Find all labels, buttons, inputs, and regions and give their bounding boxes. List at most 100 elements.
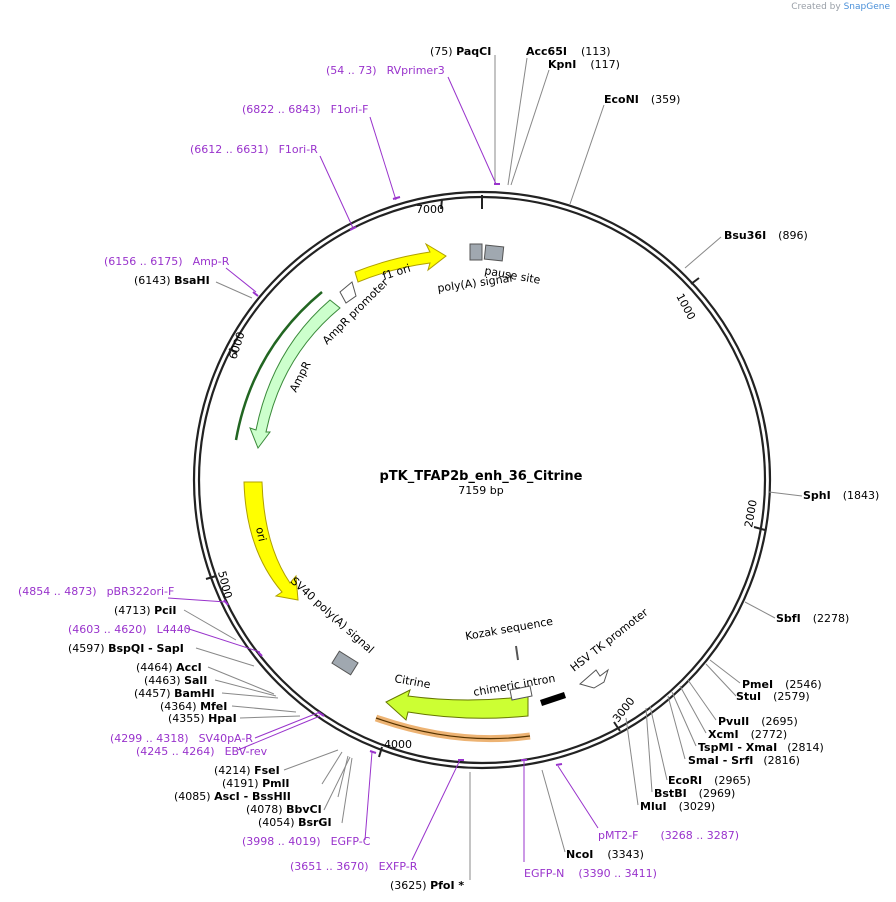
label-rvprimer3: (54 .. 73)RVprimer3 <box>326 64 445 77</box>
label-exfp-r: (3651 .. 3670)EXFP-R <box>290 860 418 873</box>
tick-label-1000: 1000 <box>673 291 698 322</box>
snapgene-logo-text: SnapGene <box>843 2 890 12</box>
feature-citrine <box>385 689 529 721</box>
feature-ampr <box>249 299 341 450</box>
label-hpai: (4355) HpaI <box>168 712 237 725</box>
label-pfoi: (3625) PfoI * <box>390 879 464 892</box>
ampr-orf-marker <box>234 291 323 441</box>
tick-6000 <box>228 348 238 354</box>
leader-mlui <box>625 717 639 806</box>
leader-sbfi <box>744 601 776 619</box>
primer-mark-amp-r <box>252 291 259 297</box>
leader-sphi <box>768 491 803 497</box>
feature-chimeric-intron <box>509 685 533 701</box>
label-fsei: (4214) FseI <box>214 764 280 777</box>
feature-kozak <box>515 645 519 661</box>
feature-pause-site <box>483 244 505 262</box>
leader-xcmi <box>679 685 707 734</box>
label-bstbi: BstBI(2969) <box>654 787 735 800</box>
label-pcii: (4713) PciI <box>114 604 177 617</box>
label-f1ori-r: (6612 .. 6631)F1ori-R <box>190 143 318 156</box>
leader-bstbi <box>645 707 653 793</box>
label-pbr322ori-f: (4854 .. 4873)pBR322ori-F <box>18 585 174 598</box>
label-bsahi: (6143) BsaHI <box>134 274 210 287</box>
label-ebv-rev: (4245 .. 4264)EBV-rev <box>136 745 268 758</box>
label-pvuii: PvuII(2695) <box>718 715 798 728</box>
leader-ncoi <box>541 769 566 853</box>
citrine-orf-marker <box>374 714 531 743</box>
leader-hpai <box>239 715 301 719</box>
label-kpni: KpnI(117) <box>548 58 620 71</box>
leader-pbr322ori-f <box>167 597 227 603</box>
label-pmt2-f: pMT2-F(3268 .. 3287) <box>598 829 739 842</box>
tick-label-6000: 6000 <box>226 330 247 361</box>
leader-mfei <box>231 705 297 713</box>
feature-label-hsv-tk-promoter: HSV TK promoter <box>568 605 651 674</box>
leader-l4440 <box>185 627 261 653</box>
feature-f1-ori <box>354 242 447 283</box>
plasmid-name: pTK_TFAP2b_enh_36_Citrine <box>379 469 582 484</box>
label-bsu36i: Bsu36I(896) <box>724 229 808 242</box>
label-sphi: SphI(1843) <box>803 489 879 502</box>
leader-egfp-c <box>364 751 373 841</box>
leader-ecori <box>649 705 668 781</box>
label-bamhi: (4457) BamHI <box>134 687 215 700</box>
label-tspmi-xmai: TspMI - XmaI(2814) <box>698 741 824 754</box>
label-ecori: EcoRI(2965) <box>668 774 751 787</box>
tick-label-7000: 7000 <box>416 203 444 216</box>
snapgene-credit: Created by SnapGene <box>791 2 890 12</box>
label-sbfi: SbfI(2278) <box>776 612 849 625</box>
tick-7000 <box>440 198 443 210</box>
label-stui: StuI(2579) <box>736 690 810 703</box>
label-egfp-c: (3998 .. 4019)EGFP-C <box>242 835 371 848</box>
plasmid-size: 7159 bp <box>458 484 503 497</box>
leader-pvuii <box>687 679 717 721</box>
leader-bsrgi <box>341 757 353 824</box>
primer-mark-sv40pa-r <box>317 711 325 717</box>
primer-mark-l4440 <box>257 651 263 657</box>
tick-1000 <box>690 277 700 285</box>
leader-pmt2-f <box>557 765 599 829</box>
feature-label-kozak: Kozak sequence <box>464 615 554 643</box>
tick-label-4000: 4000 <box>384 738 412 751</box>
primer-mark-f1ori-f <box>392 196 401 200</box>
citrine-orf-line <box>375 717 531 740</box>
label-asci-bsshii: (4085) AscI - BssHII <box>174 790 291 803</box>
leader-tspmi <box>671 691 697 747</box>
feature-ori <box>243 481 299 601</box>
leader-acci <box>207 666 275 695</box>
leader-smai <box>667 695 686 760</box>
feature-sv40-polya <box>331 650 359 676</box>
leader-exfp-r <box>411 759 461 861</box>
leader-econi <box>569 104 605 205</box>
leader-f1ori-r <box>319 155 354 229</box>
label-acc65i: Acc65I(113) <box>526 45 611 58</box>
leader-bspqi <box>195 647 255 667</box>
feature-hsv-tk-promoter <box>578 668 609 689</box>
label-xcmi: XcmI(2772) <box>708 728 787 741</box>
label-bbvci: (4078) BbvCI <box>246 803 322 816</box>
label-l4440: (4603 .. 4620)L4440 <box>68 623 191 636</box>
feature-label-sv40-polya: SV40 poly(A) signal <box>288 575 377 657</box>
label-pmei: PmeI(2546) <box>742 678 822 691</box>
tick-5000 <box>205 575 217 580</box>
leader-fsei <box>283 749 339 771</box>
leader-kpni <box>510 69 550 186</box>
feature-polya-signal <box>469 243 483 261</box>
leader-rvprimer3 <box>447 76 497 185</box>
label-smai-srfi: SmaI - SrfI(2816) <box>688 754 800 767</box>
leader-pcii <box>183 609 237 641</box>
tick-3000 <box>613 721 621 732</box>
feature-label-citrine: Citrine <box>393 672 431 691</box>
tick-label-2000: 2000 <box>742 499 760 529</box>
feature-ampr-promoter <box>339 281 357 304</box>
leader-bsahi <box>215 281 253 299</box>
tick-2000 <box>753 526 766 531</box>
label-mfei: (4364) MfeI <box>160 700 227 713</box>
primer-mark-egfp-c <box>369 750 377 754</box>
backbone-outer <box>192 190 772 770</box>
feature-intron-black <box>540 692 566 706</box>
primer-mark-f1ori-r <box>349 226 357 231</box>
label-f1ori-f: (6822 .. 6843)F1ori-F <box>242 103 369 116</box>
